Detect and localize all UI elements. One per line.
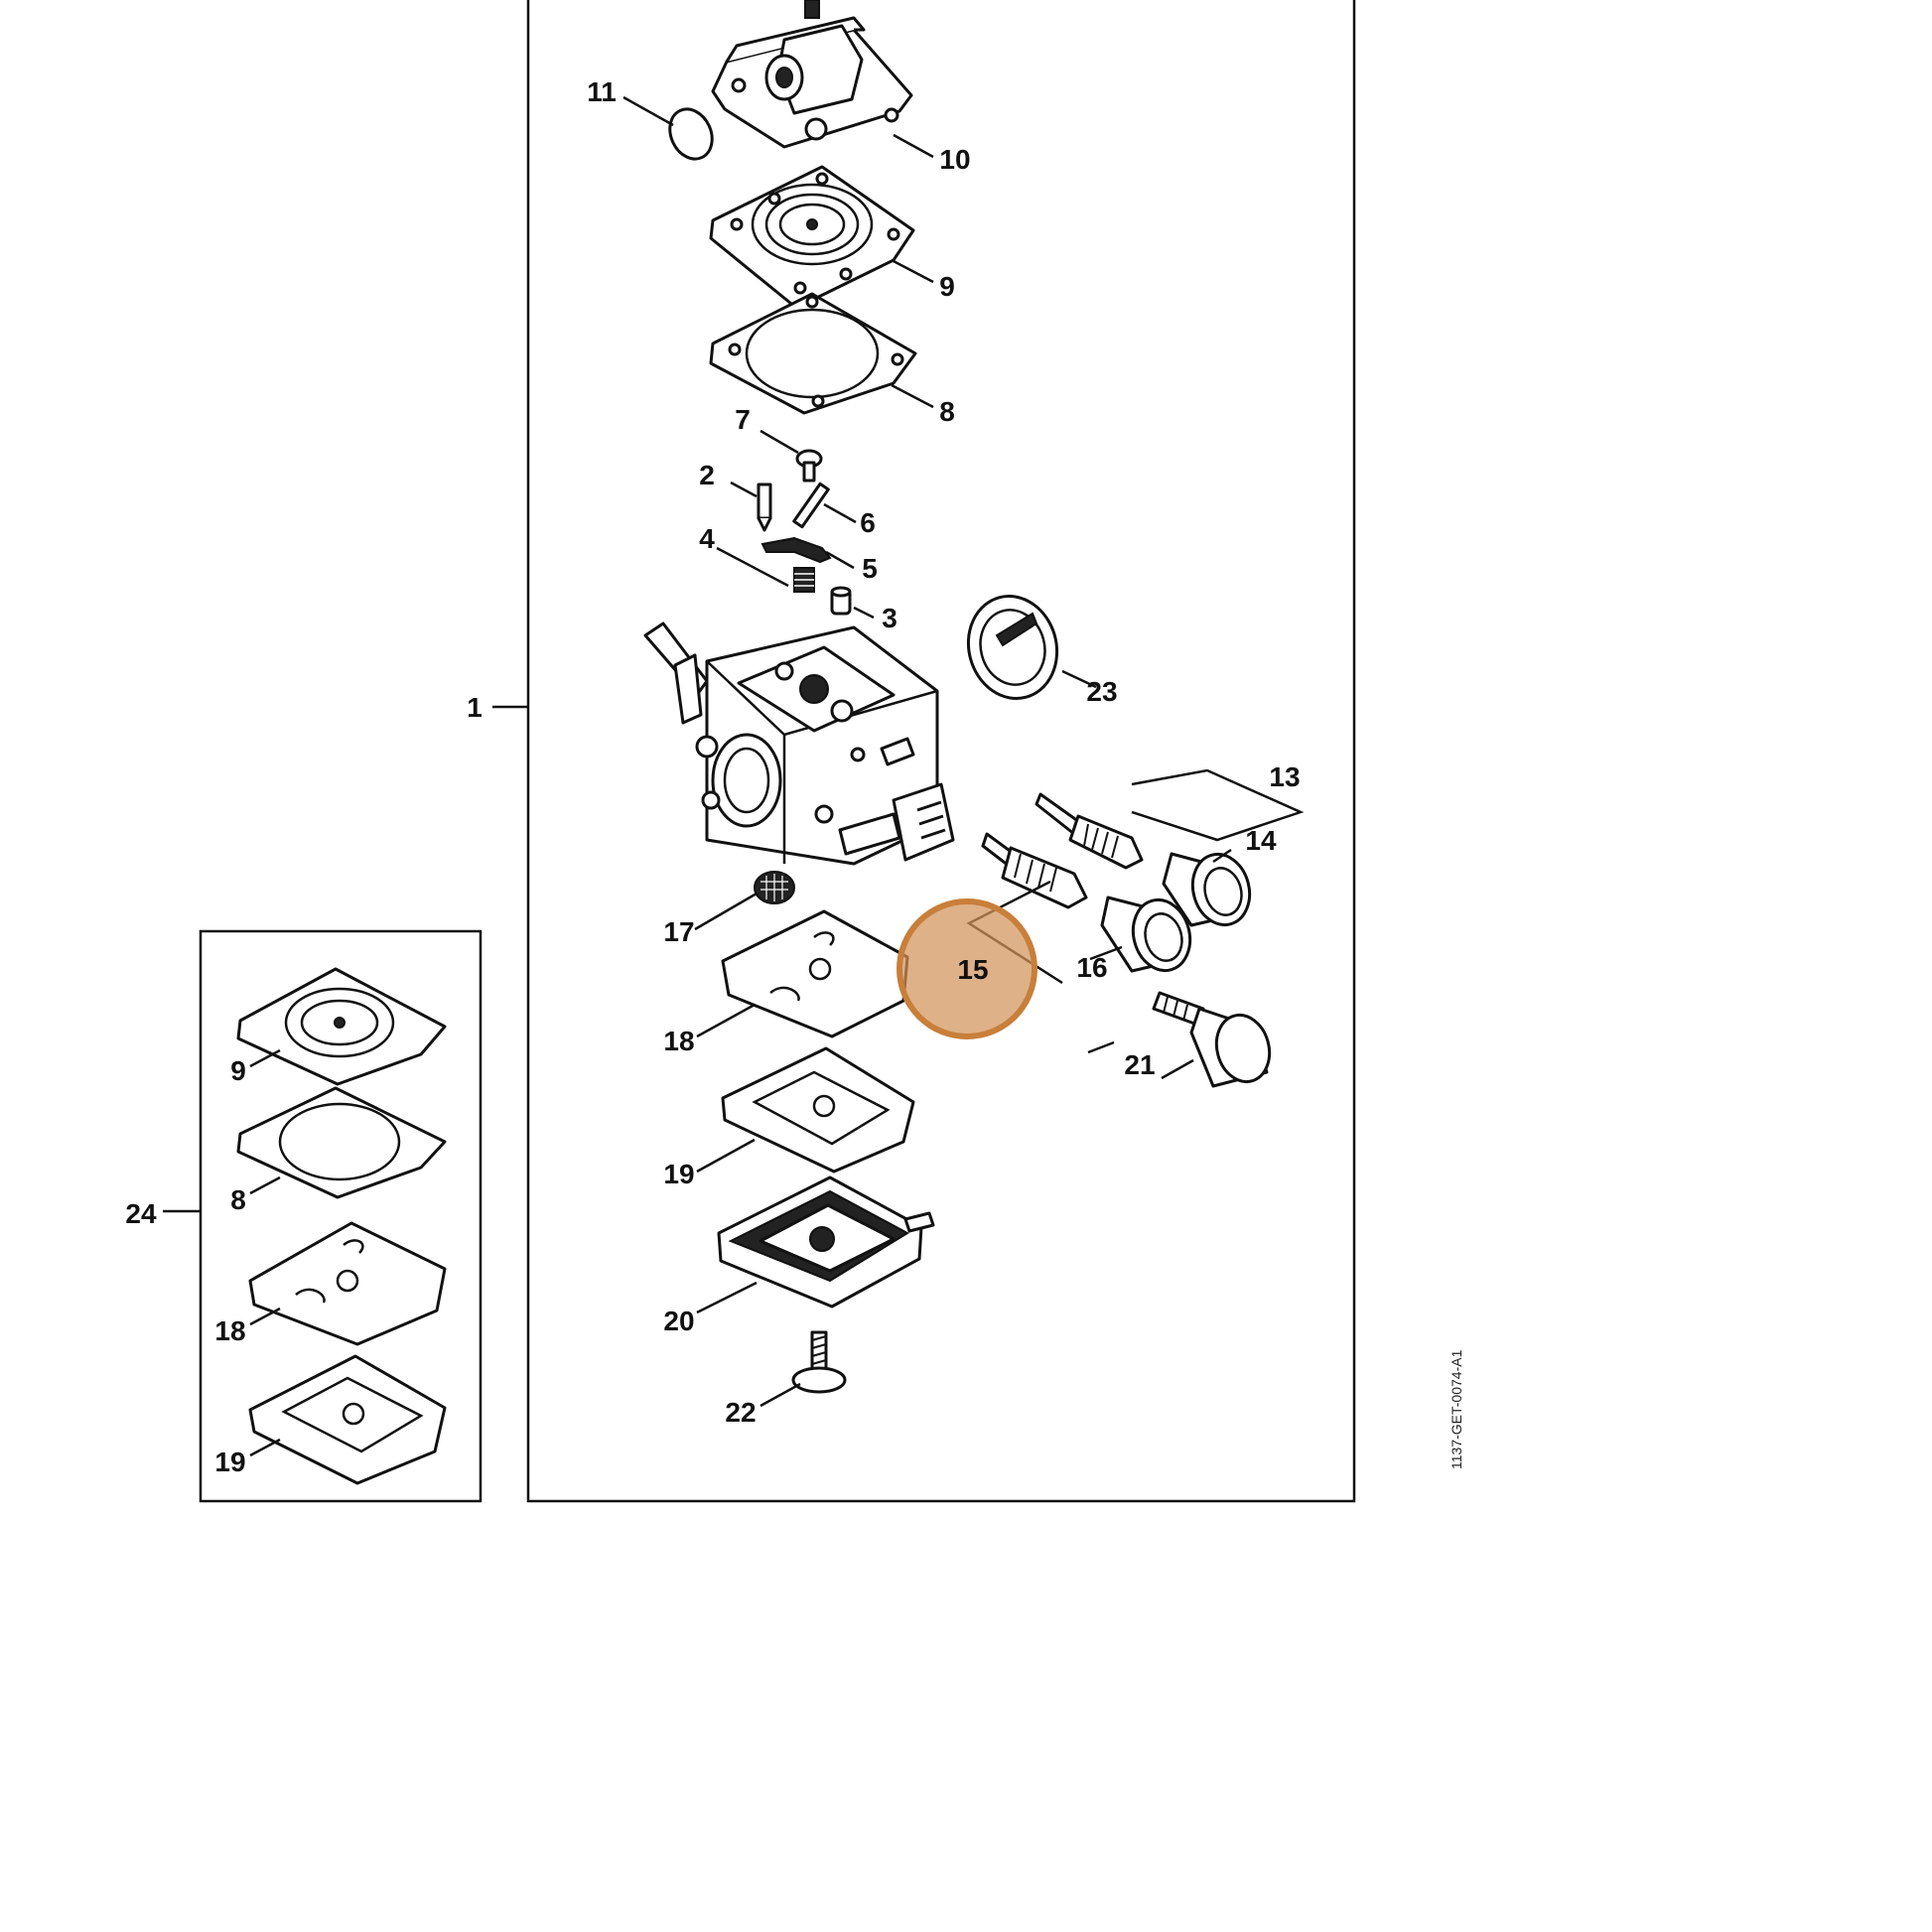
part-label[interactable]: 5 — [862, 553, 878, 584]
gasket-set-frame — [199, 929, 483, 1503]
part-labels: 11 10 9 8 7 2 6 4 5 3 23 1 13 14 15 16 1… — [125, 76, 1300, 1477]
part-label[interactable]: 24 — [125, 1198, 157, 1229]
gasket-icon — [721, 1046, 915, 1173]
sleeve-icon — [830, 586, 852, 616]
kit-gasket-icon — [248, 1354, 447, 1485]
idle-speed-screw-icon — [1152, 991, 1272, 1088]
part-label-highlighted[interactable]: 15 — [957, 954, 988, 985]
carburetor-body-icon — [643, 621, 955, 866]
part-label[interactable]: 7 — [735, 404, 751, 435]
part-label[interactable]: 6 — [860, 507, 876, 538]
strainer-icon — [754, 871, 795, 904]
part-label[interactable]: 8 — [230, 1184, 246, 1215]
screw-icon — [795, 449, 823, 483]
part-label[interactable]: 3 — [882, 603, 897, 633]
part-label[interactable]: 19 — [663, 1159, 694, 1189]
drawing-code: 1137-GET-0074-A1 — [1449, 1349, 1464, 1469]
spring-icon — [793, 567, 815, 593]
part-label[interactable]: 23 — [1086, 676, 1117, 707]
part-label[interactable]: 9 — [230, 1055, 246, 1086]
part-label[interactable]: 8 — [939, 396, 955, 427]
plug-icon — [966, 594, 1059, 701]
part-label[interactable]: 22 — [725, 1397, 756, 1428]
part-label[interactable]: 9 — [939, 271, 955, 302]
pin-icon — [792, 482, 830, 529]
part-label[interactable]: 16 — [1076, 952, 1107, 983]
pump-cover-icon — [711, 0, 913, 149]
part-label[interactable]: 2 — [699, 460, 715, 490]
gasket-icon — [721, 909, 909, 1038]
screw-icon — [791, 1330, 847, 1394]
inlet-control-lever-icon — [760, 536, 832, 564]
kit-diaphragm-icon — [236, 967, 447, 1086]
part-label[interactable]: 4 — [699, 523, 715, 554]
gasket-icon — [709, 292, 917, 415]
part-label[interactable]: 20 — [663, 1306, 694, 1336]
part-label[interactable]: 14 — [1245, 825, 1277, 856]
limiter-cap-icon — [1100, 896, 1192, 973]
part-label[interactable]: 13 — [1269, 761, 1300, 792]
kit-gasket-icon — [248, 1221, 447, 1346]
part-label[interactable]: 21 — [1124, 1049, 1155, 1080]
part-label[interactable]: 11 — [587, 76, 617, 107]
highlight-marker — [897, 898, 1037, 1039]
kit-gasket-icon — [236, 1086, 447, 1199]
o-ring-icon — [668, 107, 714, 161]
part-label[interactable]: 10 — [939, 144, 970, 175]
end-cover-icon — [717, 1175, 935, 1309]
diaphragm-icon — [709, 165, 915, 310]
limiter-cap-icon — [1162, 852, 1252, 927]
adjusting-screw-icon — [981, 832, 1088, 909]
part-label[interactable]: 19 — [214, 1447, 245, 1477]
part-label[interactable]: 18 — [663, 1026, 694, 1056]
inlet-needle-icon — [757, 483, 772, 532]
part-label[interactable]: 17 — [663, 916, 694, 947]
adjusting-screw-icon — [1035, 792, 1144, 870]
part-label[interactable]: 18 — [214, 1315, 245, 1346]
carburetor-assembly-frame — [526, 0, 1356, 1503]
part-label[interactable]: 1 — [467, 692, 483, 723]
